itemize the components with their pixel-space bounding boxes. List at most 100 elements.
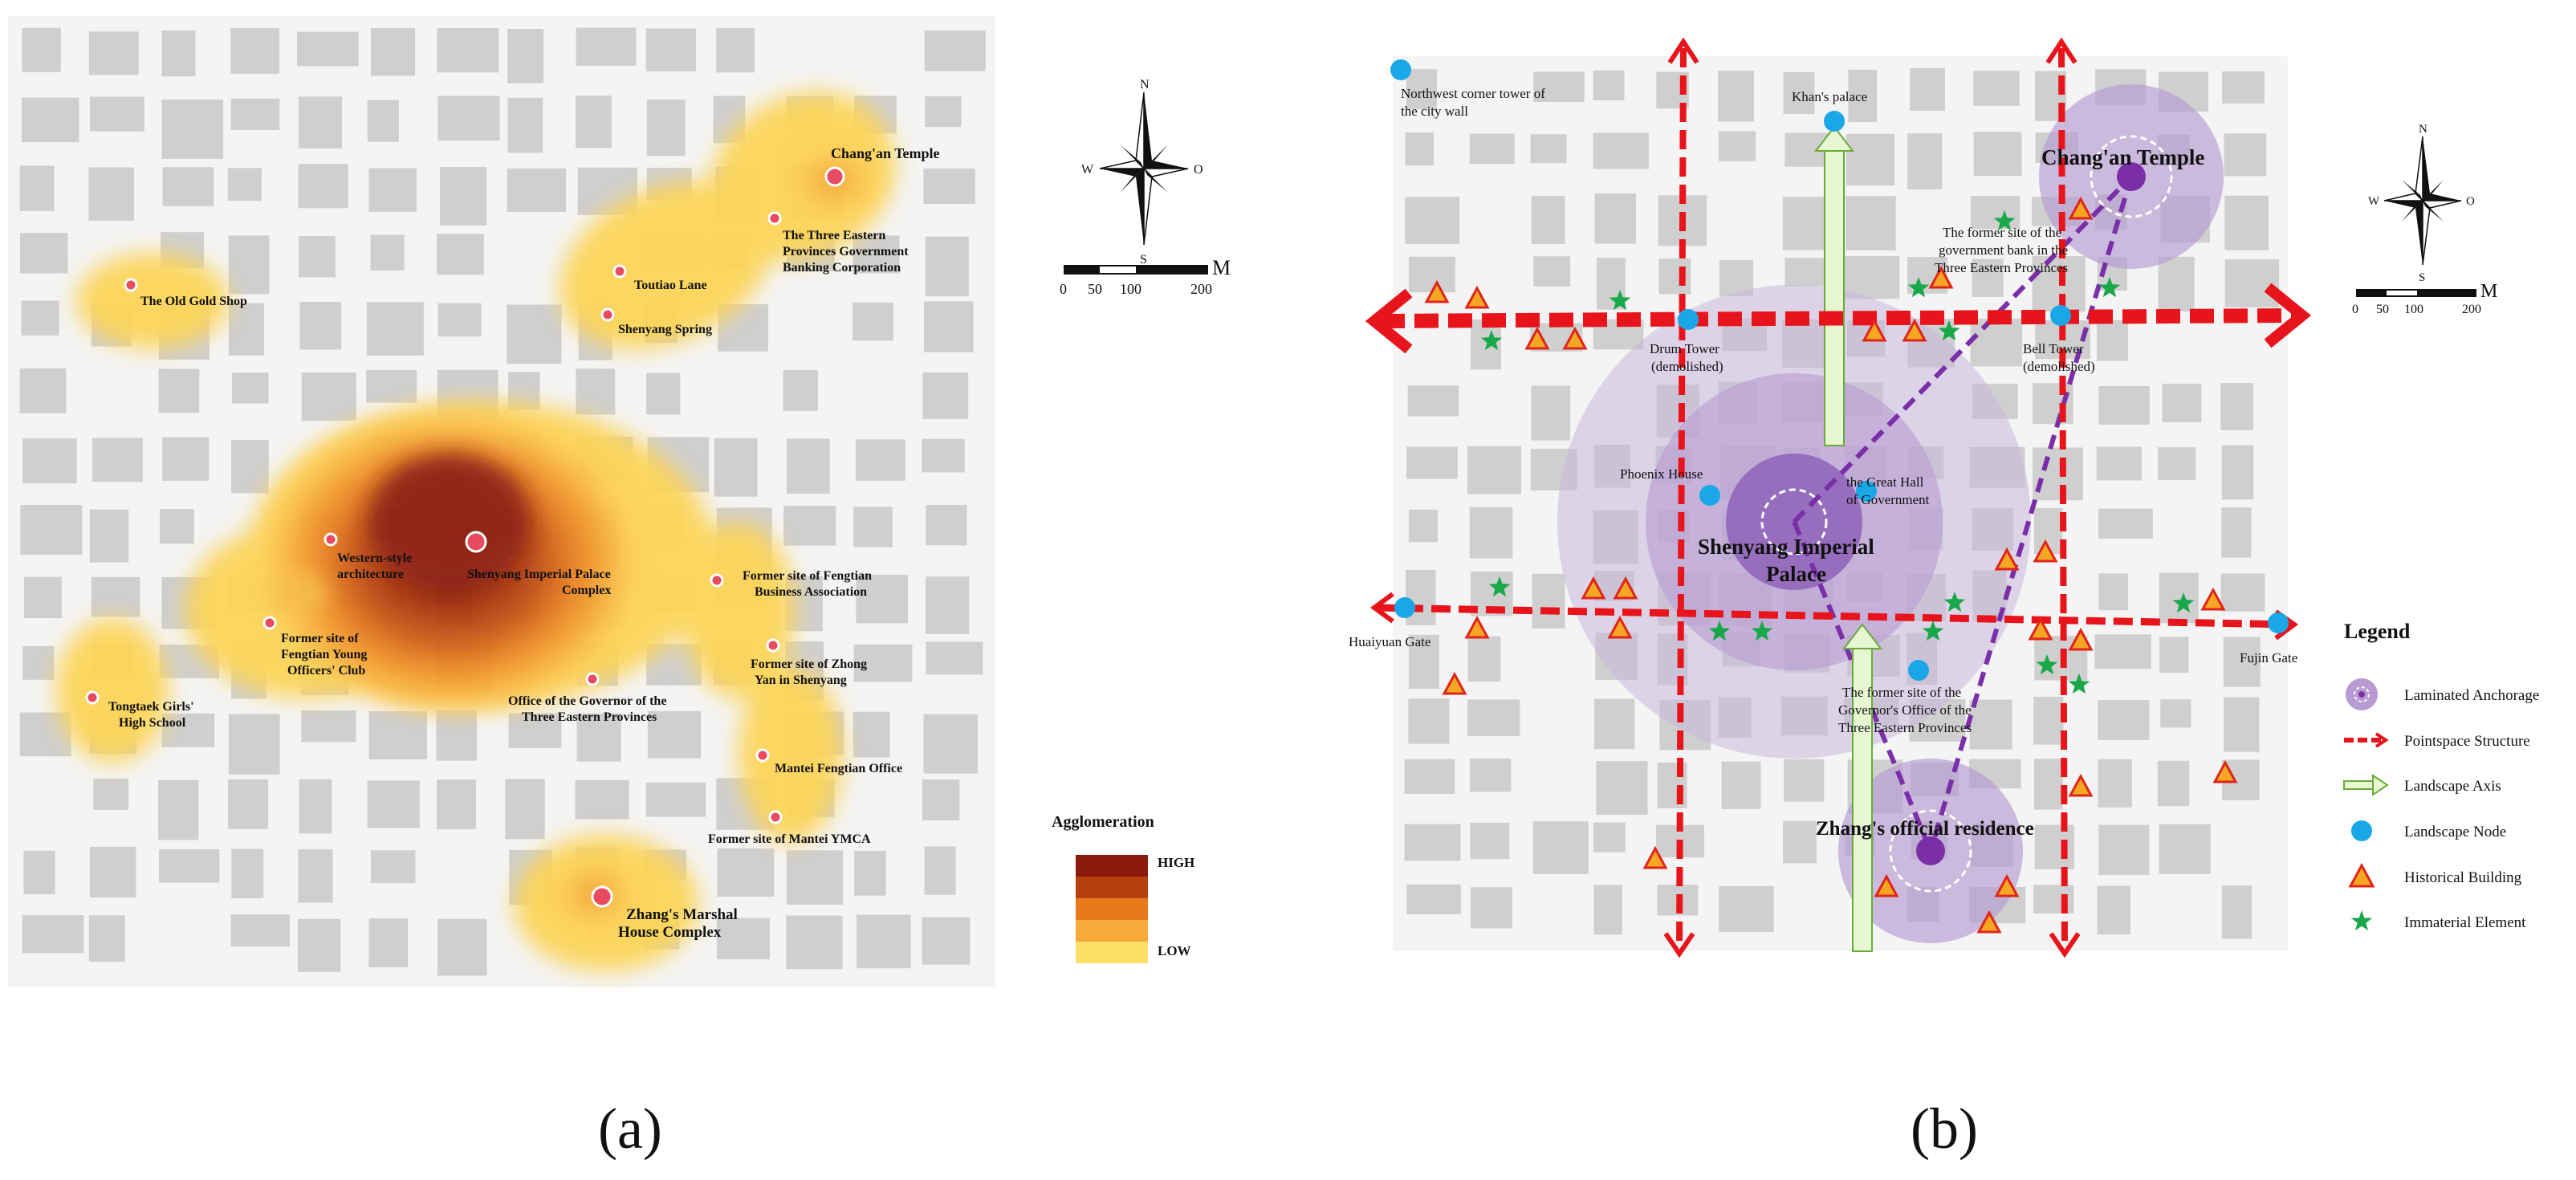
east-label-b: O [2466,195,2475,208]
building-block [1404,824,1461,861]
immaterial-element-marker [2172,592,2195,613]
building-block [2097,885,2130,935]
landscape-axis-icon [2343,774,2389,796]
building-block [645,28,696,71]
building-block [20,233,68,274]
building-block [299,302,342,350]
building-block [2032,383,2073,425]
building-block [926,505,967,546]
label-fujin-gate: Fujin Gate [2240,650,2297,665]
immaterial-element-marker [2068,673,2090,694]
building-block [1530,134,1567,164]
building-block [368,168,417,212]
building-block [1846,133,1894,186]
building-block [1718,71,1754,122]
immaterial-element-marker [2098,277,2121,298]
label-toutiao-lane: Toutiao Lane [634,279,707,292]
label-young-officers: Former site of Fengtian Young Officers' … [281,632,370,677]
agglomeration-legend: Agglomeration HIGH LOW [1052,813,1194,963]
landscape-axis-south [1841,623,1883,952]
building-block [1910,67,1945,112]
historical-building-marker [1642,845,1668,869]
building-block [158,779,199,840]
building-block [1408,509,1438,543]
building-block [1406,884,1461,914]
building-block [1783,71,1815,115]
building-block [786,915,843,970]
scale-bar-a: 0 50 100 200 M [1060,256,1231,297]
legend-title-b: Legend [2344,620,2411,643]
building-block [23,850,55,894]
label-mantei-office: Mantei Fengtian Office [775,762,902,775]
building-block [507,168,567,212]
building-block [227,168,262,201]
building-block [298,96,343,149]
legend-label-historical: Historical Building [2404,869,2522,886]
building-block [922,438,965,473]
building-block [925,236,969,297]
building-block [158,368,200,413]
historical-building-marker [1994,547,2020,571]
immaterial-star-icon [2350,910,2373,931]
site-marker [824,166,845,187]
building-block [2096,319,2129,361]
scale-tick-200-a: 200 [1190,281,1212,297]
building-block [576,27,637,66]
building-block [1407,385,1459,417]
building-block [507,97,543,153]
building-block [301,710,356,743]
north-label-a: N [1140,78,1150,92]
building-block [1782,197,1827,250]
building-block [89,846,136,898]
building-block [716,27,755,73]
building-block [299,779,332,834]
building-block [298,164,348,209]
building-block [20,505,83,555]
building-block [786,850,844,905]
building-block [1406,570,1436,625]
building-block [367,100,399,142]
building-block [232,372,269,404]
building-block [1532,821,1589,874]
west-label-b: W [2368,195,2380,208]
building-block [2224,259,2280,307]
building-block [437,918,487,976]
building-block [2034,824,2074,869]
site-marker [465,531,487,553]
historical-building-marker [2068,196,2094,220]
landscape-node [1699,485,1720,506]
building-block [2033,697,2064,745]
building-block [2098,573,2128,611]
building-block [437,303,482,337]
building-block [856,575,908,624]
legend-ramp-step [1076,855,1148,877]
historical-building-marker [2033,539,2058,563]
building-block [1531,385,1571,441]
building-block [924,846,956,895]
building-block [783,506,836,546]
building-block [19,165,55,211]
building-block [21,300,59,336]
building-block [926,576,970,634]
north-arrow-icon-b: N S W O [2368,123,2475,284]
landscape-axes [1813,125,1883,952]
building-block [1405,197,1460,244]
building-block [161,30,196,77]
building-block [1970,319,2023,367]
site-marker [755,748,770,763]
historical-building-marker [1976,909,2002,934]
building-block [1406,446,1458,479]
landscape-node [2050,305,2071,326]
legend-label-pointspace: Pointspace Structure [2404,733,2530,750]
site-marker [85,690,100,705]
scale-tick-100-b: 100 [2404,303,2423,316]
building-block [88,31,139,75]
building-block [1467,636,1501,682]
building-block [923,714,978,774]
building-block [853,644,913,682]
label-governor-office-a: Office of the Governor of the Three East… [508,694,669,724]
building-block [717,848,775,897]
building-block [1718,131,1756,161]
building-block [2223,637,2261,687]
scale-unit-a: M [1212,256,1231,279]
